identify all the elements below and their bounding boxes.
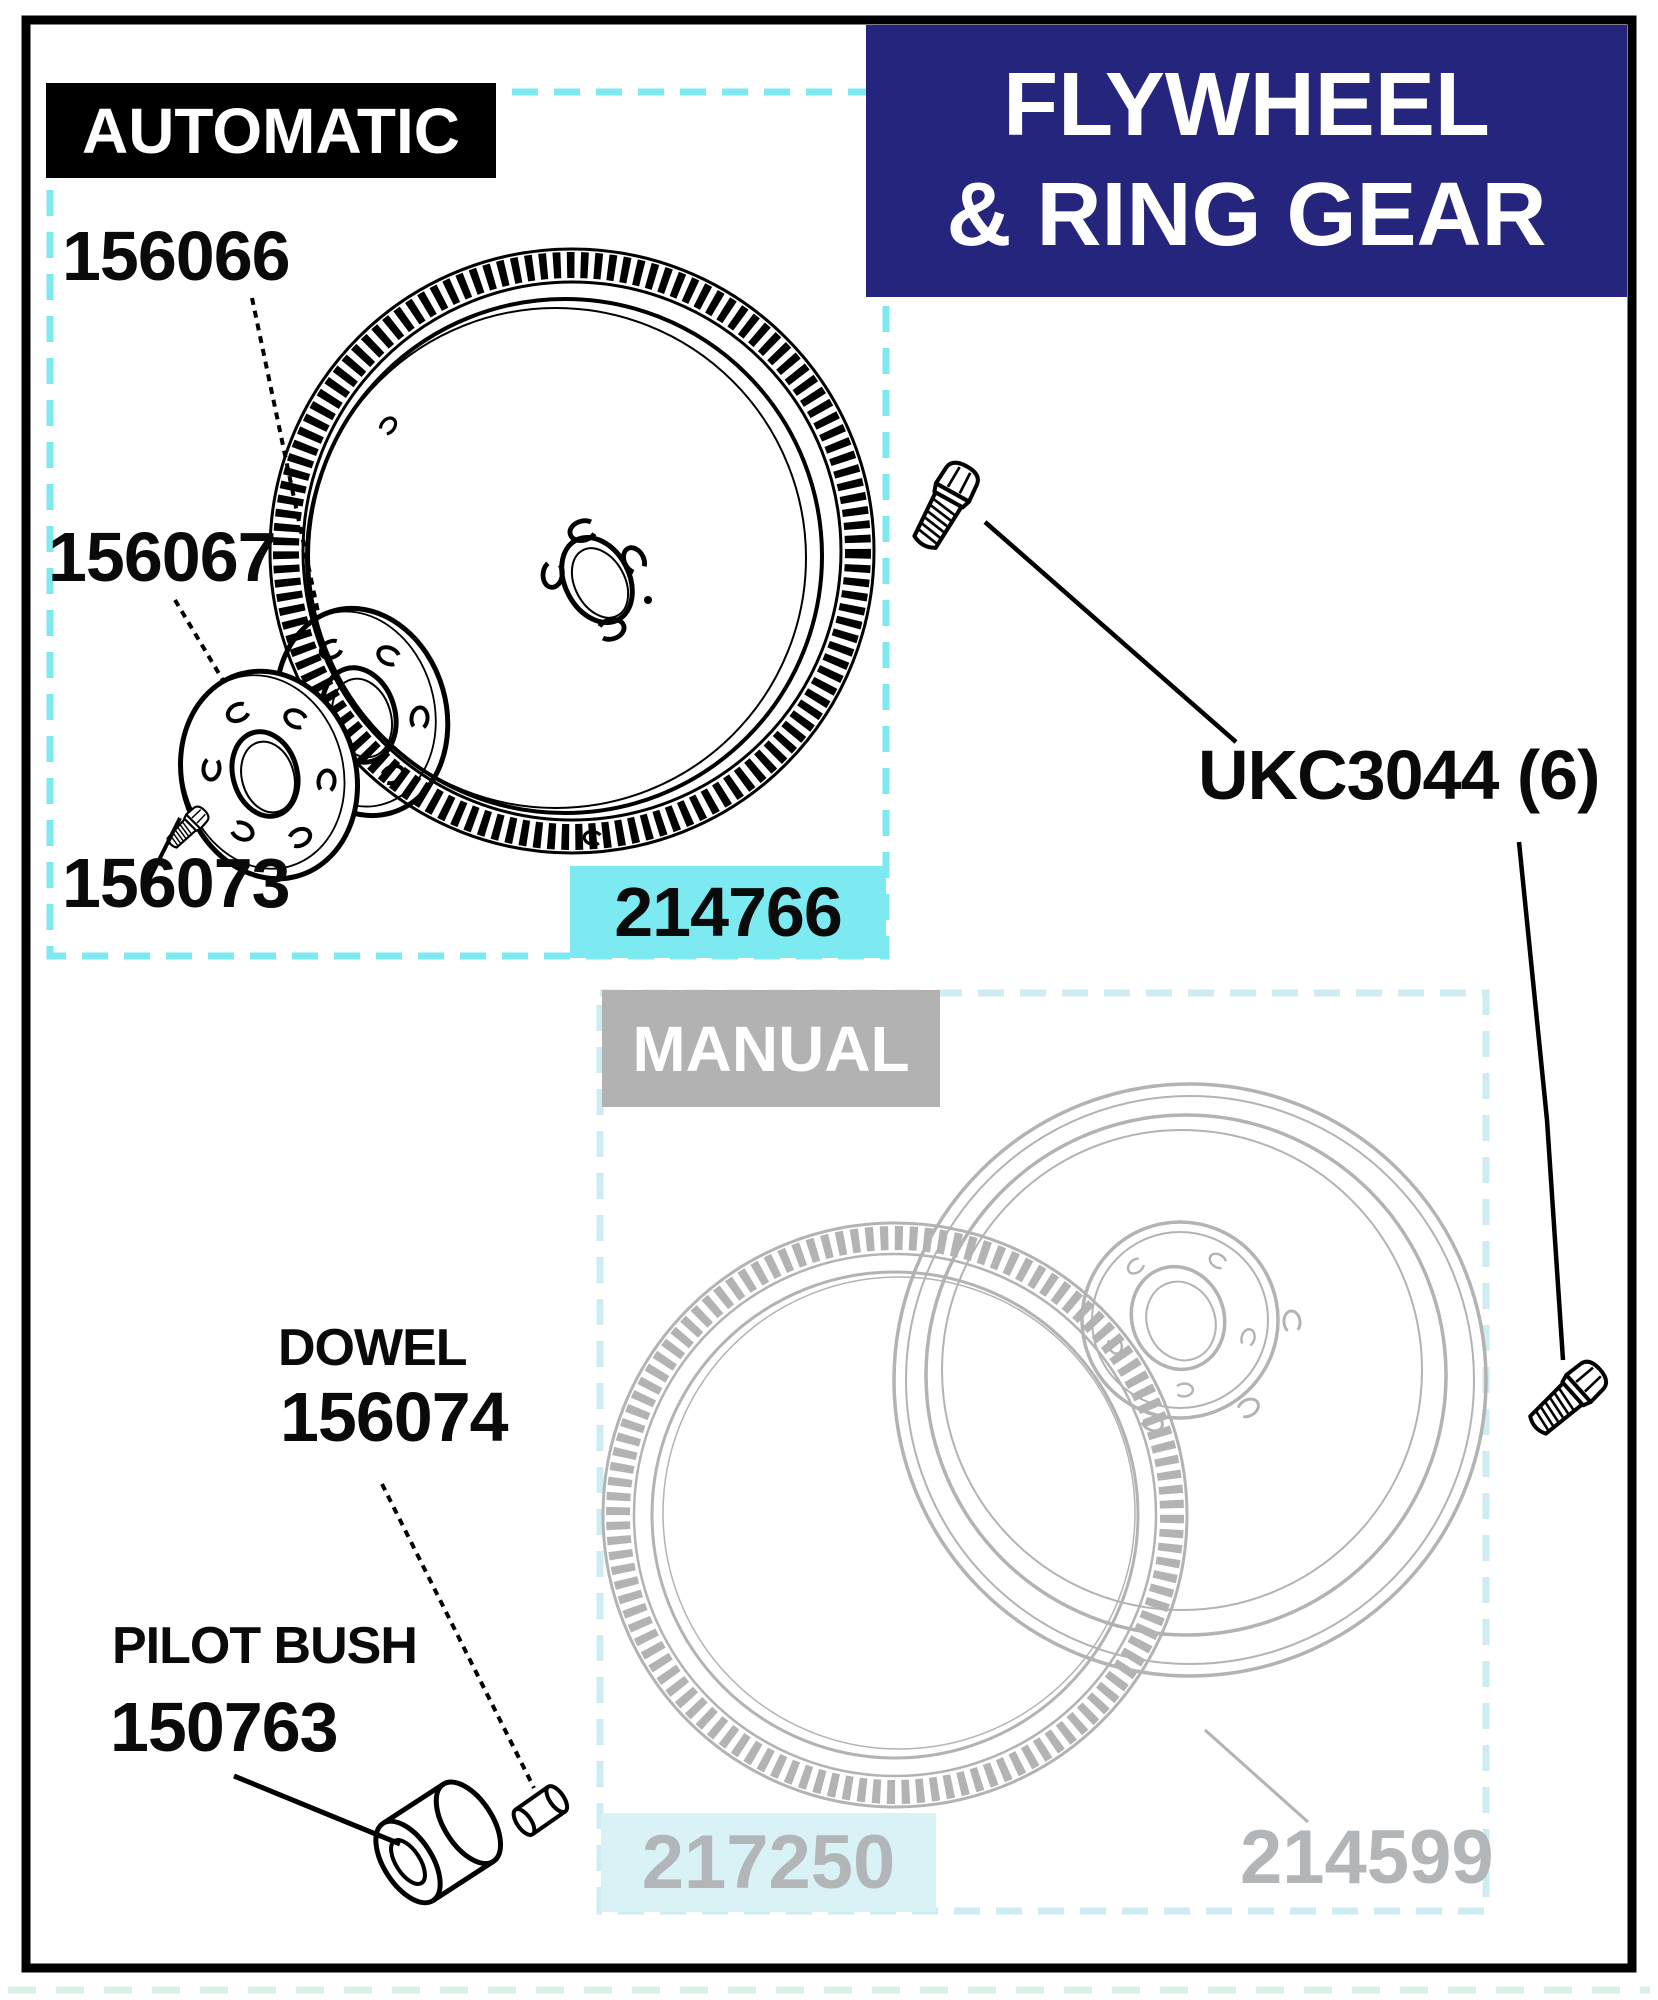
manual-flywheel-drawing [601, 1082, 1488, 1824]
part-label-156066[interactable]: 156066 [62, 217, 291, 295]
manual-section-border [596, 989, 1490, 1915]
part-label-150763[interactable]: 150763 [110, 1688, 339, 1766]
page-title-line2: & RING GEAR [946, 165, 1547, 265]
flywheel-bolt-icon-lower [1521, 1353, 1614, 1443]
part-label-156074[interactable]: 156074 [280, 1378, 509, 1456]
part-label-217250-highlighted[interactable]: 217250 [601, 1813, 936, 1912]
part-label-156073[interactable]: 156073 [62, 844, 291, 922]
page-title-line1: FLYWHEEL [1003, 55, 1490, 156]
dowel-caption: DOWEL [278, 1319, 468, 1377]
pilot-bush-icon [373, 1779, 504, 1906]
automatic-section-border [46, 88, 890, 960]
manual-section-header: MANUAL [602, 990, 940, 1107]
part-label-ukc3044[interactable]: UKC3044 (6) [1198, 736, 1600, 814]
pilot-bush-caption: PILOT BUSH [112, 1617, 418, 1675]
dowel-icon [511, 1784, 570, 1837]
part-label-214599[interactable]: 214599 [1240, 1815, 1494, 1900]
automatic-section-header: AUTOMATIC [46, 83, 496, 178]
flywheel-bolt-icon [907, 457, 984, 554]
page-frame [21, 15, 1637, 1973]
leader-lines [146, 297, 1566, 1847]
part-label-156067[interactable]: 156067 [48, 518, 277, 596]
part-label-214766-highlighted[interactable]: 214766 [570, 866, 886, 958]
page-title: FLYWHEEL & RING GEAR [866, 25, 1627, 297]
